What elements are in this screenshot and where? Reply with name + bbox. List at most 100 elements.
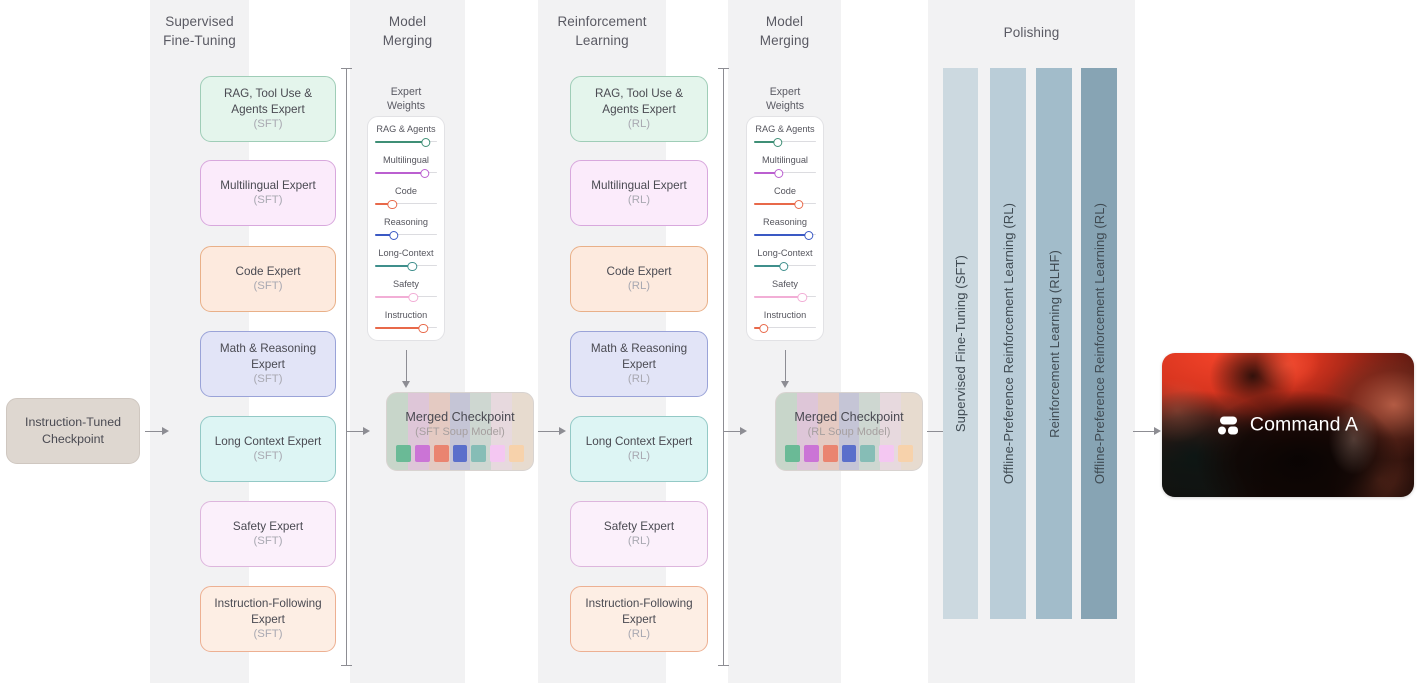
slider-track-fill bbox=[375, 264, 413, 267]
polishing-bar-0[interactable]: Supervised Fine-Tuning (SFT) bbox=[943, 68, 978, 619]
sft-collector-bracket bbox=[341, 68, 352, 666]
slider-track-fill bbox=[754, 295, 803, 298]
merged-swatch-3 bbox=[452, 445, 468, 462]
expert-card-rl_experts-0[interactable]: RAG, Tool Use &Agents Expert(RL) bbox=[570, 76, 708, 142]
weight-slider-label: RAG & Agents bbox=[376, 124, 436, 134]
weight-slider-track[interactable] bbox=[375, 198, 437, 210]
weight-slider-track[interactable] bbox=[754, 291, 816, 303]
weight-slider-expert_weights_2-6[interactable]: Instruction bbox=[754, 310, 816, 334]
weight-slider-expert_weights_2-4[interactable]: Long-Context bbox=[754, 248, 816, 272]
slider-knob[interactable] bbox=[407, 262, 417, 272]
expert-card-line1: Long Context Expert bbox=[214, 434, 322, 448]
merged-swatch-1 bbox=[803, 445, 819, 462]
expert-card-sft_experts-1[interactable]: Multilingual Expert(SFT) bbox=[200, 160, 336, 226]
weight-slider-track[interactable] bbox=[375, 229, 437, 241]
merged-1-subtitle: (SFT Soup Model) bbox=[415, 426, 505, 438]
expert-card-line1: Safety Expert bbox=[232, 519, 304, 533]
weight-slider-label: Code bbox=[774, 186, 796, 196]
merged-swatch-6 bbox=[509, 445, 525, 462]
expert-card-sft_experts-0[interactable]: RAG, Tool Use &Agents Expert(SFT) bbox=[200, 76, 336, 142]
weight-slider-expert_weights_1-1[interactable]: Multilingual bbox=[375, 155, 437, 179]
expert-weights-2-title-line2: Weights bbox=[765, 99, 805, 112]
weight-slider-expert_weights_1-5[interactable]: Safety bbox=[375, 279, 437, 303]
weight-slider-expert_weights_1-0[interactable]: RAG & Agents bbox=[375, 124, 437, 148]
weight-slider-expert_weights_1-3[interactable]: Reasoning bbox=[375, 217, 437, 241]
expert-card-rl_experts-4[interactable]: Long Context Expert(RL) bbox=[570, 416, 708, 482]
arrow-input-to-sft bbox=[145, 427, 169, 436]
weight-slider-expert_weights_2-0[interactable]: RAG & Agents bbox=[754, 124, 816, 148]
expert-card-sft_experts-5[interactable]: Safety Expert(SFT) bbox=[200, 501, 336, 567]
polishing-bar-3[interactable]: Offline-Preference Reinforcement Learnin… bbox=[1081, 68, 1117, 619]
weight-slider-track[interactable] bbox=[375, 291, 437, 303]
rl-collector-bracket bbox=[718, 68, 729, 666]
slider-knob[interactable] bbox=[774, 169, 784, 179]
expert-card-stage-tag: (SFT) bbox=[253, 450, 283, 463]
weight-slider-track[interactable] bbox=[754, 229, 816, 241]
weight-slider-expert_weights_2-2[interactable]: Code bbox=[754, 186, 816, 210]
weight-slider-track[interactable] bbox=[375, 136, 437, 148]
weight-slider-track[interactable] bbox=[375, 322, 437, 334]
expert-weights-1-title: Expert Weights bbox=[370, 86, 442, 113]
slider-knob[interactable] bbox=[419, 169, 430, 179]
expert-card-line1: RAG, Tool Use & bbox=[594, 87, 684, 100]
slider-track-fill bbox=[375, 171, 425, 174]
weight-slider-track[interactable] bbox=[754, 136, 816, 148]
slider-track-base bbox=[375, 203, 437, 205]
slider-knob[interactable] bbox=[388, 231, 399, 241]
expert-card-sft_experts-4[interactable]: Long Context Expert (SFT) bbox=[200, 416, 336, 482]
slider-knob[interactable] bbox=[803, 231, 814, 241]
slider-knob[interactable] bbox=[418, 324, 429, 334]
product-brand-row: Command A bbox=[1162, 414, 1414, 437]
slider-knob[interactable] bbox=[408, 293, 419, 303]
weight-slider-expert_weights_2-1[interactable]: Multilingual bbox=[754, 155, 816, 179]
merged-swatch-5 bbox=[490, 445, 506, 462]
product-card-command-a[interactable]: Command A bbox=[1162, 353, 1414, 497]
slider-track-fill bbox=[754, 233, 809, 236]
weight-slider-expert_weights_1-6[interactable]: Instruction bbox=[375, 310, 437, 334]
expert-card-line1: Safety Expert bbox=[603, 519, 675, 533]
expert-card-stage-tag: (SFT) bbox=[253, 194, 283, 207]
slider-knob[interactable] bbox=[797, 293, 808, 303]
polishing-bar-1[interactable]: Offline-Preference Reinforcement Learnin… bbox=[990, 68, 1026, 619]
slider-knob[interactable] bbox=[421, 138, 431, 148]
slider-knob[interactable] bbox=[759, 324, 769, 334]
weight-slider-track[interactable] bbox=[754, 260, 816, 272]
polishing-bar-2[interactable]: Reinforcement Learning (RLHF) bbox=[1036, 68, 1072, 619]
stage-band-model-merging-1 bbox=[350, 0, 465, 683]
slider-knob[interactable] bbox=[793, 200, 804, 210]
weight-slider-track[interactable] bbox=[754, 322, 816, 334]
weight-slider-track[interactable] bbox=[754, 167, 816, 179]
expert-card-sft_experts-2[interactable]: Code Expert(SFT) bbox=[200, 246, 336, 312]
slider-track-fill bbox=[754, 171, 779, 174]
expert-card-rl_experts-1[interactable]: Multilingual Expert(RL) bbox=[570, 160, 708, 226]
weight-slider-expert_weights_1-2[interactable]: Code bbox=[375, 186, 437, 210]
expert-card-stage-tag: (SFT) bbox=[253, 280, 283, 293]
weight-slider-expert_weights_1-4[interactable]: Long-Context bbox=[375, 248, 437, 272]
merged-2-title: Merged Checkpoint bbox=[794, 410, 904, 424]
slider-track-fill bbox=[754, 264, 784, 267]
weight-slider-expert_weights_2-3[interactable]: Reasoning bbox=[754, 217, 816, 241]
weight-slider-track[interactable] bbox=[375, 167, 437, 179]
merged-swatch-0 bbox=[785, 445, 800, 462]
merged-swatch-2 bbox=[433, 445, 449, 462]
expert-card-rl_experts-5[interactable]: Safety Expert(RL) bbox=[570, 501, 708, 567]
weight-slider-expert_weights_2-5[interactable]: Safety bbox=[754, 279, 816, 303]
expert-weights-1-title-line2: Weights bbox=[386, 99, 426, 112]
arrow-weights-2-to-merged-2 bbox=[781, 350, 790, 388]
weight-slider-track[interactable] bbox=[754, 198, 816, 210]
expert-card-rl_experts-2[interactable]: Code Expert(RL) bbox=[570, 246, 708, 312]
weight-slider-track[interactable] bbox=[375, 260, 437, 272]
slider-knob[interactable] bbox=[387, 200, 398, 210]
slider-knob[interactable] bbox=[779, 262, 789, 272]
weight-slider-label: Multilingual bbox=[762, 155, 808, 165]
slider-knob[interactable] bbox=[772, 138, 783, 148]
stage-title-line1: Polishing bbox=[1003, 25, 1060, 40]
